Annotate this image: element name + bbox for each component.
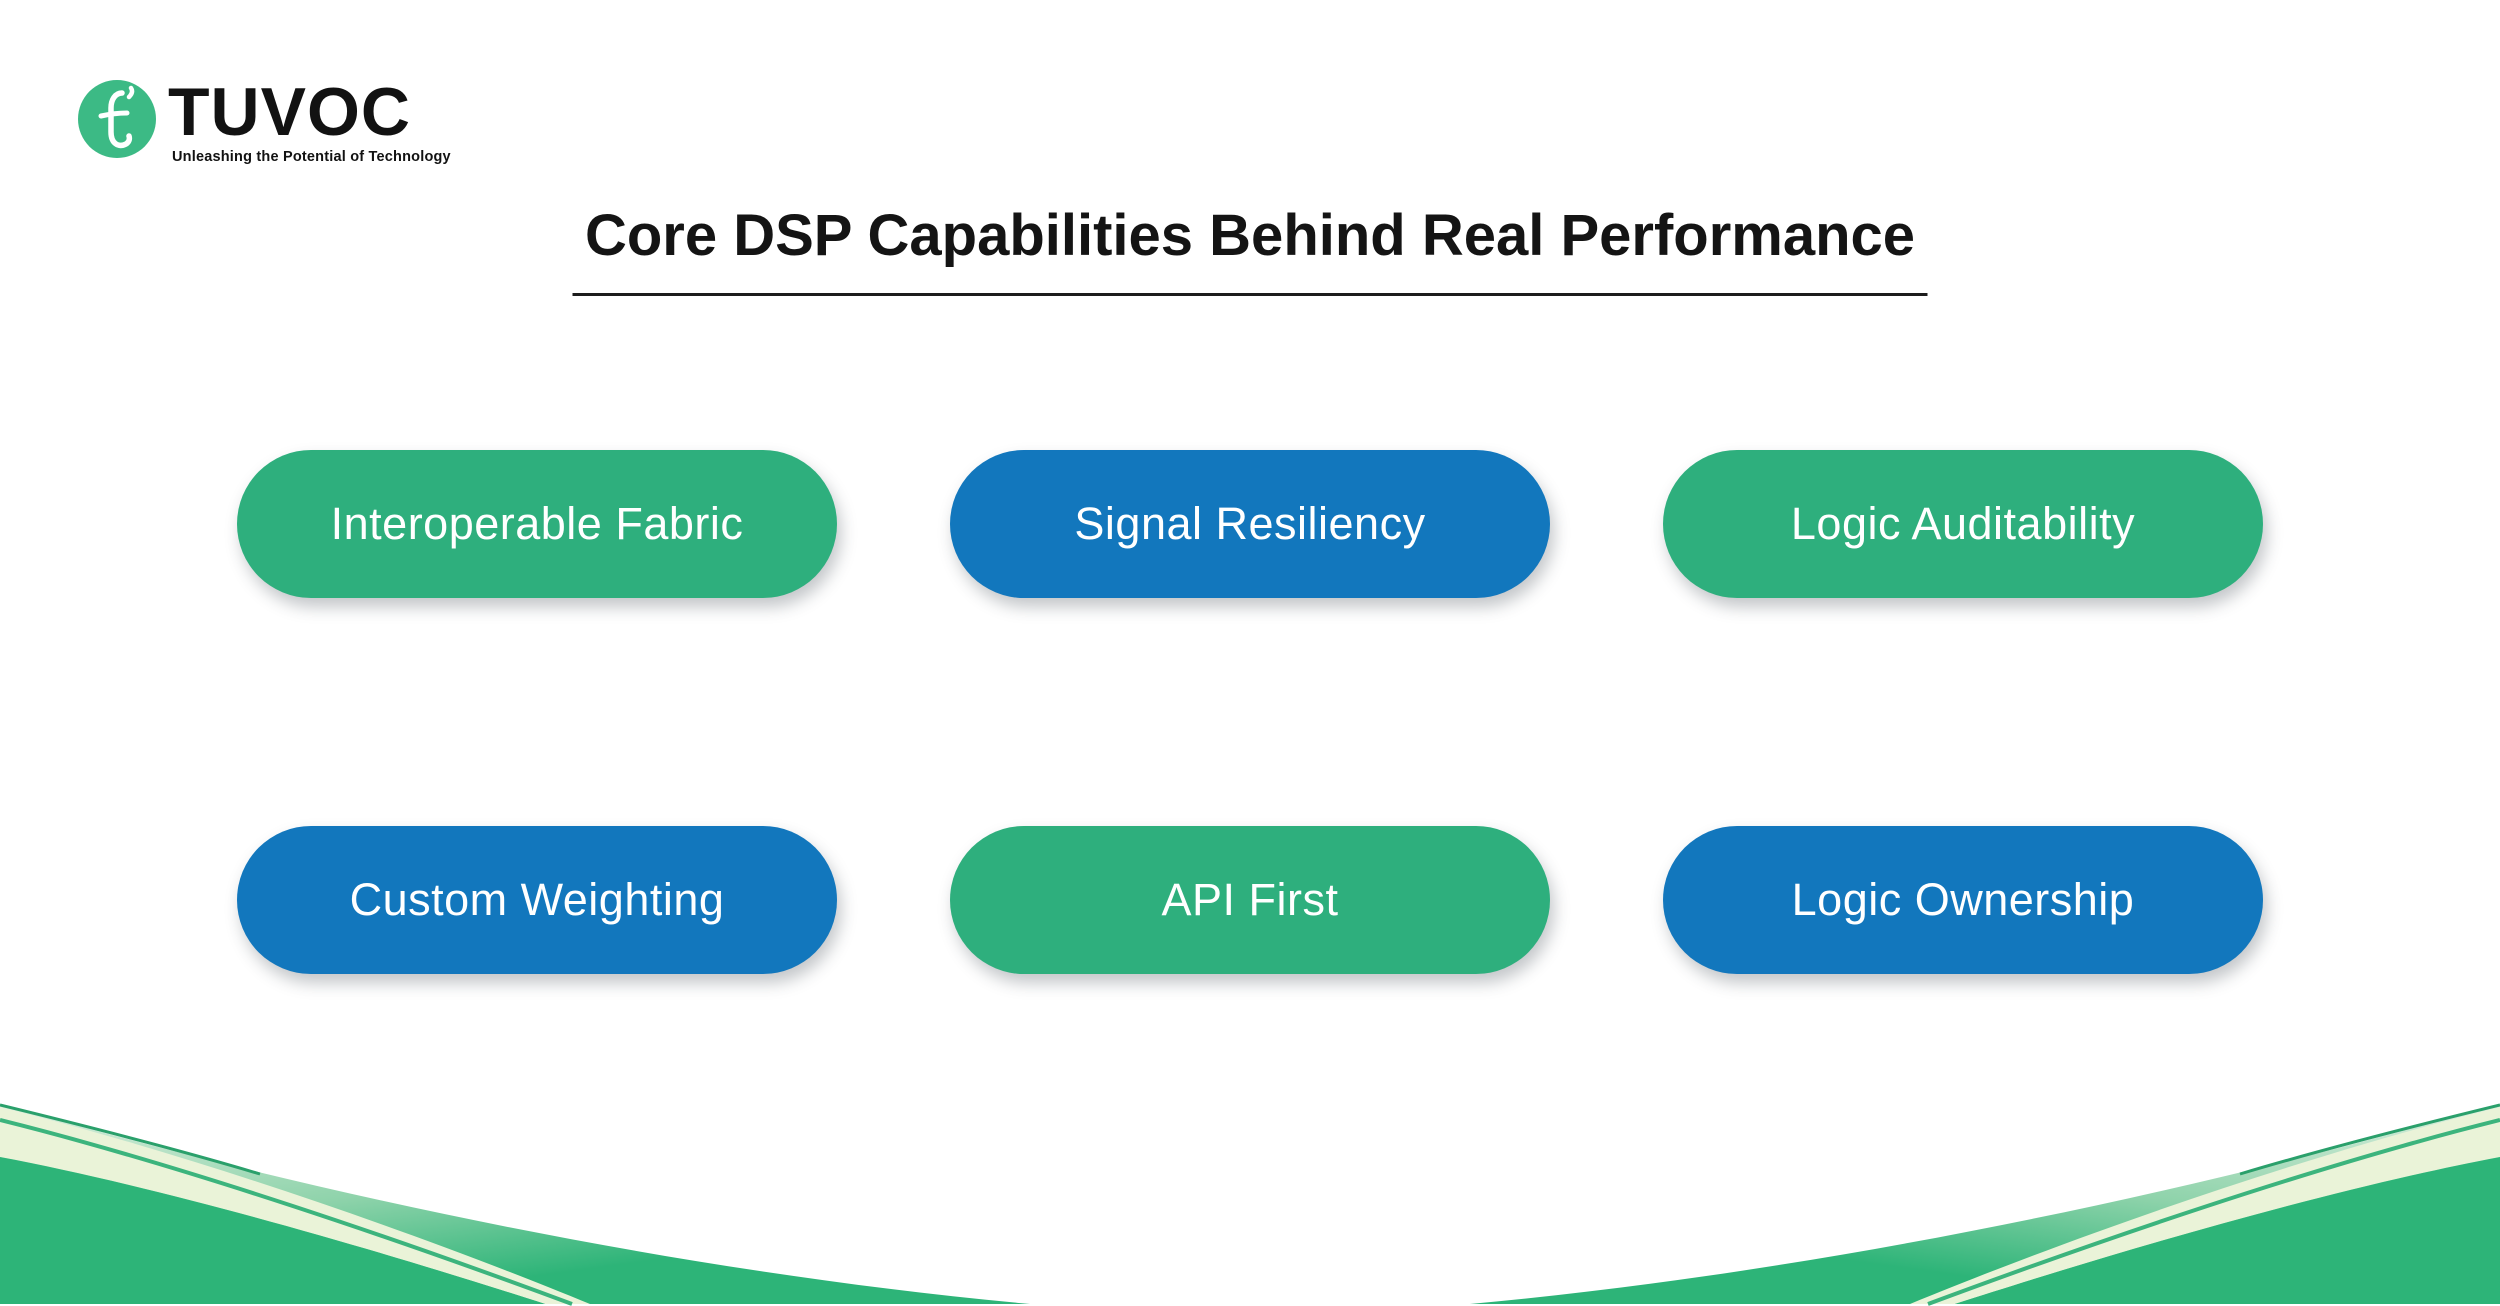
logo-mark xyxy=(78,80,156,158)
capability-label: Logic Auditability xyxy=(1790,498,2136,549)
tuvoc-logo: TUVOC Unleashing the Potential of Techno… xyxy=(78,74,451,165)
capability-pill-logic-auditability: Logic Auditability xyxy=(1663,450,2263,598)
wave-left xyxy=(0,1102,1032,1306)
capability-label: Custom Weighting xyxy=(349,874,725,925)
capabilities-grid: Interoperable Fabric Signal Resiliency L… xyxy=(237,450,2263,974)
title-underline xyxy=(572,293,1928,296)
capability-label: Signal Resiliency xyxy=(1074,498,1426,549)
capability-pill-custom-weighting: Custom Weighting xyxy=(237,826,837,974)
t-script-icon xyxy=(98,85,135,149)
capability-pill-interoperable-fabric: Interoperable Fabric xyxy=(237,450,837,598)
capability-label: API First xyxy=(1161,874,1339,925)
wave-right xyxy=(1468,1102,2500,1306)
bottom-wave-decoration xyxy=(0,1102,2500,1306)
capability-label: Logic Ownership xyxy=(1791,874,2135,925)
brand-tagline: Unleashing the Potential of Technology xyxy=(172,149,451,165)
capability-pill-signal-resiliency: Signal Resiliency xyxy=(950,450,1550,598)
capability-pill-api-first: API First xyxy=(950,826,1550,974)
logo-text: TUVOC Unleashing the Potential of Techno… xyxy=(168,74,451,165)
brand-name: TUVOC xyxy=(168,74,411,150)
page-title: Core DSP Capabilities Behind Real Perfor… xyxy=(584,203,1916,268)
capability-label: Interoperable Fabric xyxy=(330,498,744,549)
capability-pill-logic-ownership: Logic Ownership xyxy=(1663,826,2263,974)
